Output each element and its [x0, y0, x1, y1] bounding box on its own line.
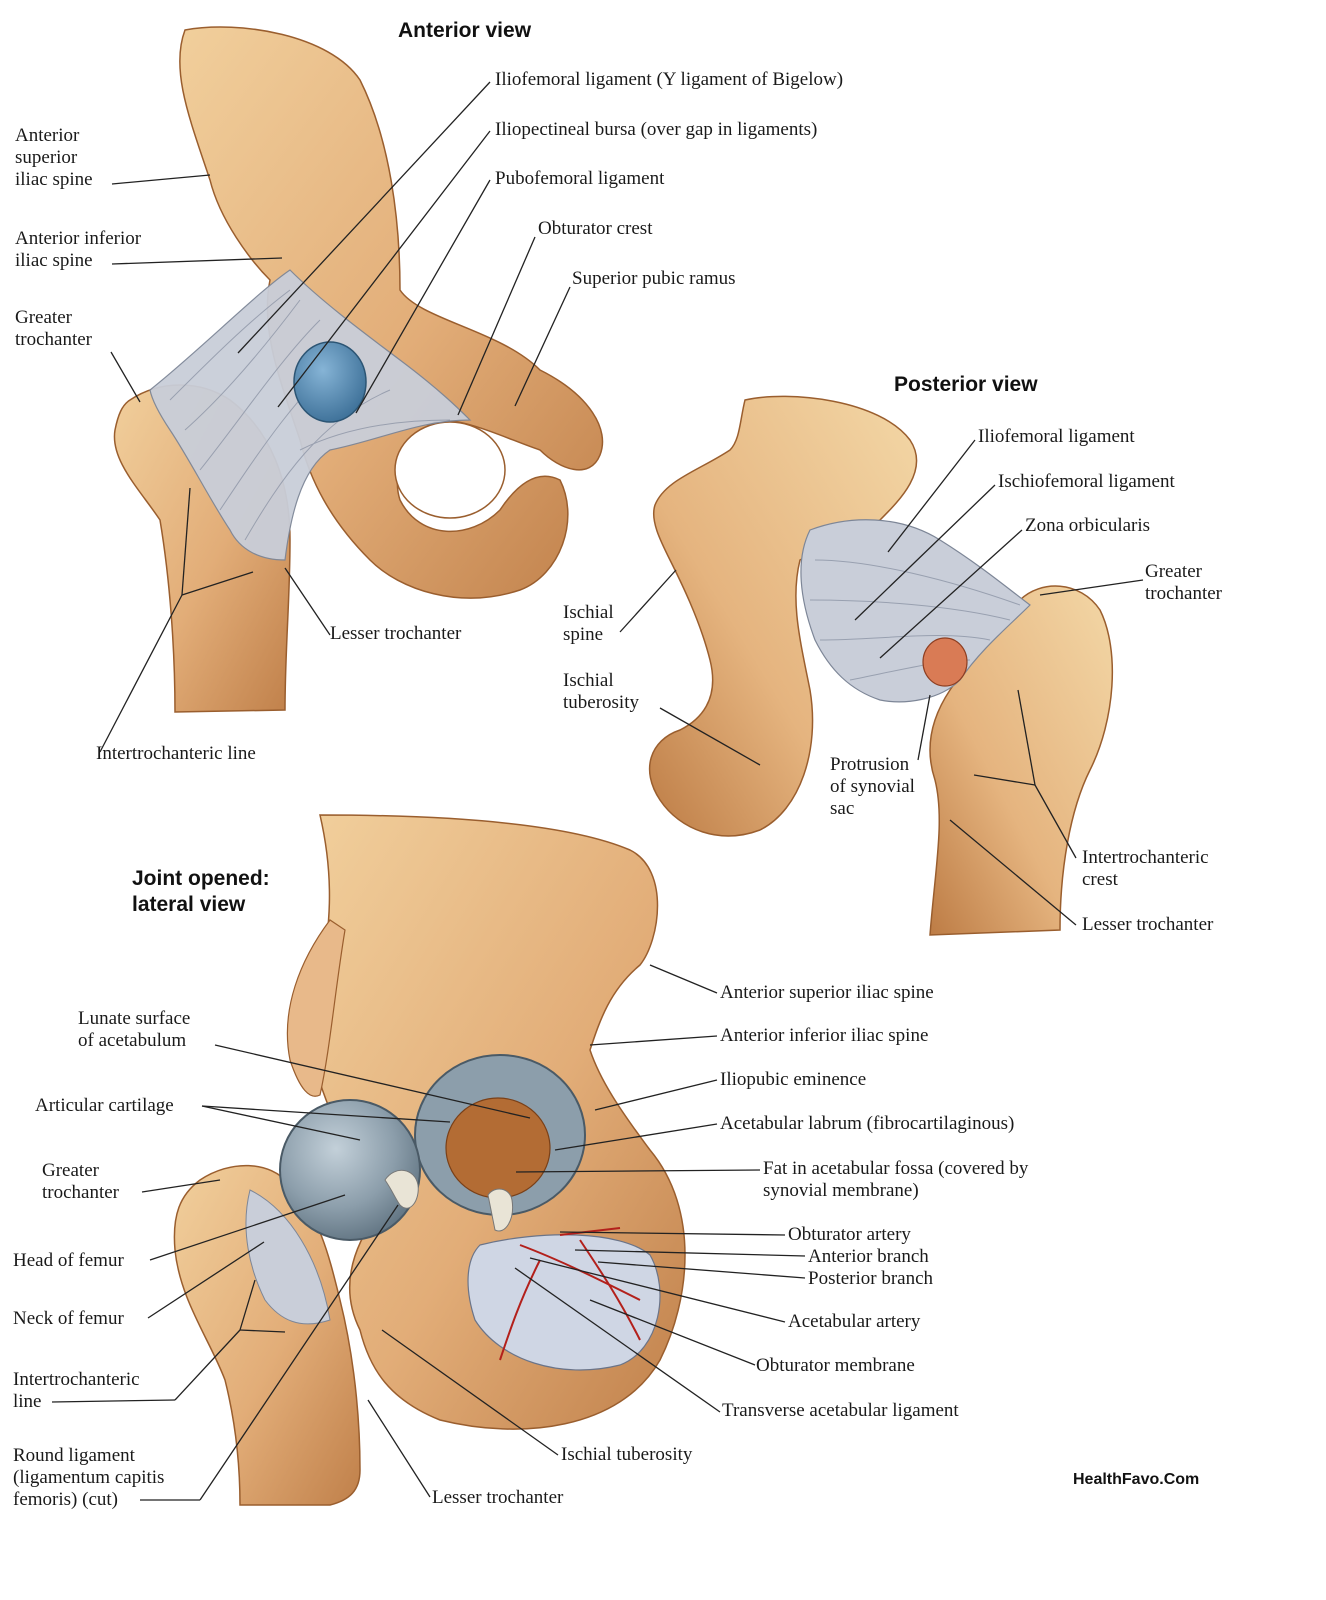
- label-lateral-lunate-surface: Lunate surface of acetabulum: [78, 1008, 191, 1051]
- label-anterior-greater-trochanter: Greater trochanter: [15, 307, 93, 350]
- label-anterior-aiis: Anterior inferior iliac spine: [15, 228, 142, 271]
- anterior-view-title: Anterior view: [398, 19, 532, 42]
- label-anterior-iliopectineal-bursa: Iliopectineal bursa (over gap in ligamen…: [495, 119, 818, 140]
- label-posterior-lesser-trochanter: Lesser trochanter: [1082, 914, 1214, 935]
- label-posterior-zona-orbicularis: Zona orbicularis: [1025, 515, 1151, 536]
- lateral-view-figure: [173, 814, 686, 1506]
- label-posterior-greater-trochanter: Greater trochanter: [1145, 561, 1223, 604]
- label-anterior-obturator-crest: Obturator crest: [538, 218, 653, 239]
- watermark: HealthFavo.Com: [1073, 1471, 1200, 1488]
- label-lateral-round-ligament: Round ligament (ligamentum capitis femor…: [13, 1445, 165, 1510]
- label-lateral-ischial-tuberosity: Ischial tuberosity: [561, 1444, 693, 1465]
- lateral-crest-fragment: [286, 919, 346, 1097]
- label-lateral-posterior-branch: Posterior branch: [808, 1268, 934, 1289]
- label-posterior-ischial-spine: Ischial spine: [563, 602, 614, 645]
- label-posterior-iliofemoral: Iliofemoral ligament: [978, 426, 1135, 447]
- label-lateral-neck-of-femur: Neck of femur: [13, 1308, 124, 1329]
- obturator-foramen: [394, 421, 506, 519]
- label-anterior-iliofemoral: Iliofemoral ligament (Y ligament of Bige…: [495, 69, 844, 90]
- acetabular-fossa-fat: [445, 1097, 551, 1199]
- label-lateral-obturator-artery: Obturator artery: [788, 1224, 911, 1245]
- label-lateral-articular-cartilage: Articular cartilage: [35, 1095, 174, 1116]
- synovial-protrusion: [922, 637, 968, 687]
- posterior-view-figure: [649, 395, 1114, 936]
- label-lateral-asis: Anterior superior iliac spine: [720, 982, 934, 1003]
- label-posterior-ischiofemoral: Ischiofemoral ligament: [998, 471, 1175, 492]
- posterior-view-title: Posterior view: [894, 373, 1038, 396]
- iliopectineal-bursa: [293, 341, 367, 423]
- label-lateral-fat: Fat in acetabular fossa (covered by syno…: [763, 1158, 1029, 1201]
- round-ligament-stump: [384, 1170, 419, 1209]
- label-anterior-lesser-trochanter: Lesser trochanter: [330, 623, 462, 644]
- label-anterior-asis: Anterior superior iliac spine: [15, 125, 93, 190]
- lateral-view-title: Joint opened: lateral view: [132, 867, 270, 916]
- leader-lines: [51, 81, 1144, 1501]
- label-lateral-head-of-femur: Head of femur: [13, 1250, 124, 1271]
- anterior-view-figure: [113, 26, 604, 713]
- label-posterior-intertrochanteric-crest: Intertrochanteric crest: [1082, 847, 1209, 890]
- label-lateral-iliopubic-eminence: Iliopubic eminence: [720, 1069, 867, 1090]
- posterior-pelvis-bone: [649, 395, 918, 837]
- label-lateral-intertrochanteric-line: Intertrochanteric line: [13, 1369, 140, 1412]
- label-lateral-aiis: Anterior inferior iliac spine: [720, 1025, 929, 1046]
- label-lateral-obturator-membrane: Obturator membrane: [756, 1355, 915, 1376]
- label-lateral-greater-trochanter: Greater trochanter: [42, 1160, 120, 1203]
- label-anterior-pubofemoral: Pubofemoral ligament: [495, 168, 665, 189]
- label-anterior-intertrochanteric-line: Intertrochanteric line: [96, 743, 256, 764]
- label-anterior-superior-pubic-ramus: Superior pubic ramus: [572, 268, 736, 289]
- label-lateral-anterior-branch: Anterior branch: [808, 1246, 929, 1267]
- label-lateral-acetabular-artery: Acetabular artery: [788, 1311, 921, 1332]
- label-lateral-lesser-trochanter: Lesser trochanter: [432, 1487, 564, 1508]
- label-lateral-labrum: Acetabular labrum (fibrocartilaginous): [720, 1113, 1015, 1134]
- label-lateral-transverse-ligament: Transverse acetabular ligament: [722, 1400, 959, 1421]
- label-posterior-protrusion: Protrusion of synovial sac: [830, 754, 915, 819]
- posterior-femur-bone: [929, 585, 1114, 936]
- label-posterior-ischial-tuberosity: Ischial tuberosity: [563, 670, 639, 713]
